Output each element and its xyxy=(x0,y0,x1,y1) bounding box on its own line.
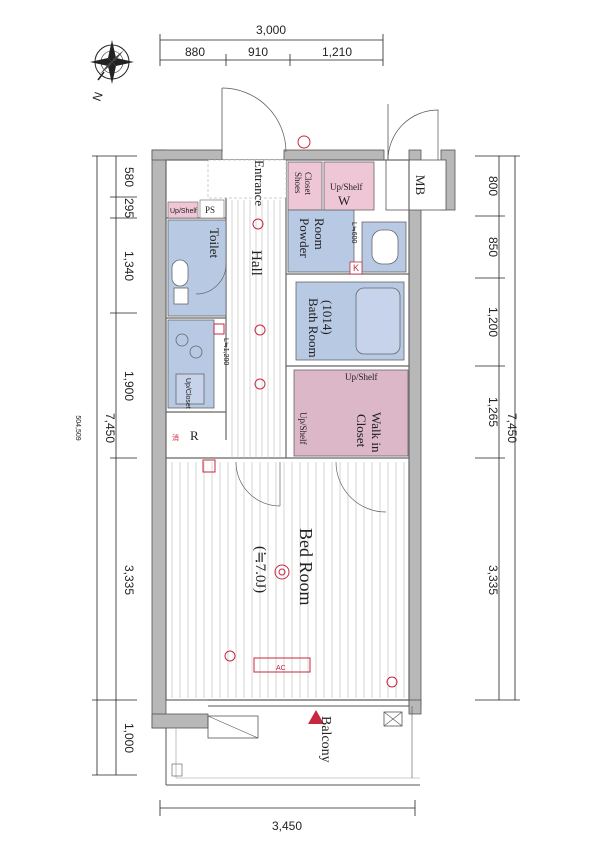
ps-box xyxy=(199,199,225,219)
dim-top-total: 3,000 xyxy=(256,23,286,37)
dim-top-seg-2: 910 xyxy=(248,45,268,59)
entrance-label: Entrance xyxy=(252,160,267,206)
washer-shelf xyxy=(323,161,375,211)
walk-in-up-shelf-side: Up/Shelf xyxy=(298,412,308,445)
compass-n-label: N xyxy=(90,90,106,103)
k-mark: K xyxy=(353,263,359,273)
bed-room-area: (≒7.0J) xyxy=(252,546,268,593)
l600-label: L≒600 xyxy=(350,222,357,244)
balcony-label: Balcony xyxy=(318,716,333,763)
up-shelf-left-label: Up/Shelf xyxy=(170,208,197,215)
bottom-dimensions xyxy=(159,800,416,816)
r-mark: R xyxy=(190,428,199,443)
dim-left-3335: 3,335 xyxy=(122,565,136,595)
dim-bottom-total: 3,450 xyxy=(272,819,302,833)
powder-room-label-1: Powder xyxy=(297,218,312,258)
shoes-closet xyxy=(287,161,323,211)
shoes-closet-label-1: Shoes xyxy=(293,172,303,194)
svg-text:MB: MB xyxy=(413,175,428,196)
dim-right-800: 800 xyxy=(486,176,500,196)
powder-room-label-2: Room xyxy=(312,218,327,250)
walk-in-closet-label-2: Closet xyxy=(354,414,369,448)
k-mark-box xyxy=(349,261,363,275)
dim-right-1265: 1,265 xyxy=(486,397,500,427)
toilet-room xyxy=(167,219,227,317)
dim-right-1200: 1,200 xyxy=(486,307,500,337)
bath-room-label: Bath Room xyxy=(306,298,321,358)
dim-left-1340: 1,340 xyxy=(122,251,136,281)
dim-right-850: 850 xyxy=(486,237,500,257)
up-shelf-top-label: Up/Shelf xyxy=(330,182,363,192)
entrance-area xyxy=(207,159,287,199)
ps-label: PS xyxy=(205,205,215,215)
dim-left-1900: 1,900 xyxy=(122,371,136,401)
bath-room xyxy=(295,281,405,361)
ac-label: AC xyxy=(276,665,286,672)
compass-icon xyxy=(90,40,134,84)
left-dimensions xyxy=(92,155,137,776)
fire-mark: 消 xyxy=(172,433,179,442)
walk-in-closet-label-1: Walk in xyxy=(369,412,384,453)
dim-left-580: 580 xyxy=(122,167,136,187)
dim-top-seg-3: 1,210 xyxy=(322,45,352,59)
entrance-door xyxy=(221,87,287,153)
top-dimensions xyxy=(159,34,384,66)
shoes-closet-label-2: Closet xyxy=(303,172,313,196)
hall-floor xyxy=(231,200,281,458)
dim-right-total: 7,450 xyxy=(505,413,519,443)
electrical-symbols xyxy=(202,135,398,688)
bath-room-size: (1014) xyxy=(320,300,335,335)
kitchen xyxy=(167,319,215,409)
up-closet-label: Up/Closet xyxy=(184,378,191,409)
up-shelf-left xyxy=(167,201,199,219)
toilet-label: Toilet xyxy=(207,228,222,259)
right-dimensions xyxy=(475,155,520,701)
l1200-label: L≒1,200 xyxy=(222,338,229,365)
meter-box: MB xyxy=(385,104,447,211)
side-code: 504,509 xyxy=(74,415,81,440)
dim-right-3335: 3,335 xyxy=(486,565,500,595)
washer-w-label: W xyxy=(338,193,351,208)
hall-label: Hall xyxy=(248,250,264,276)
balcony xyxy=(165,699,420,786)
wash-basin xyxy=(361,221,407,273)
interior-doors xyxy=(195,263,387,513)
powder-room xyxy=(287,209,355,273)
bed-room-label: Bed Room xyxy=(296,528,316,606)
walk-in-up-shelf: Up/Shelf xyxy=(345,372,378,382)
dim-top-seg-1: 880 xyxy=(185,45,205,59)
dim-left-1000: 1,000 xyxy=(122,723,136,753)
bedroom-floor xyxy=(171,462,405,698)
walk-in-closet xyxy=(293,369,409,457)
dim-left-295: 295 xyxy=(122,198,136,218)
dim-left-total: 7,450 xyxy=(103,413,117,443)
